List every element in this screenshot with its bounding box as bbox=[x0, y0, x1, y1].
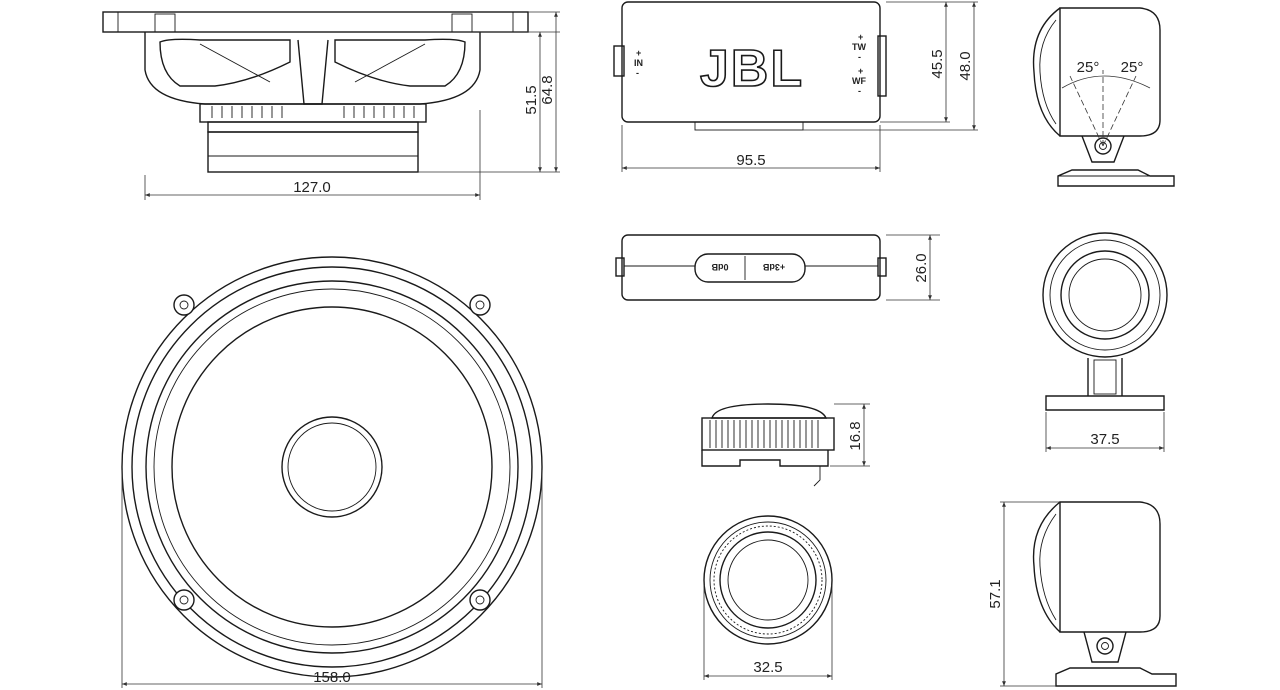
dim-crossover-height-inner: 45.5 bbox=[929, 49, 946, 78]
dim-woofer-diameter: 158.0 bbox=[313, 669, 351, 686]
mount-hole bbox=[173, 294, 195, 316]
mount-hole bbox=[173, 589, 195, 611]
angle-left-label: 25° bbox=[1077, 59, 1100, 76]
tweeter-mount-side-view: 57.1 bbox=[987, 501, 1177, 687]
tweeter-front-view: 32.5 bbox=[703, 515, 833, 680]
crossover-front-view: JBL + IN - + TW - + WF - 95.5 45.5 48.0 bbox=[613, 1, 978, 172]
switch-0db-label: 0dB bbox=[711, 262, 729, 272]
mount-hole bbox=[469, 294, 491, 316]
in-minus-label: - bbox=[636, 68, 639, 78]
tweeter-side-view: 16.8 bbox=[701, 403, 870, 487]
switch-3db-label: +3dB bbox=[762, 262, 785, 272]
woofer-side-view: 127.0 51.5 64.8 bbox=[102, 11, 560, 200]
tw-plus-label: + bbox=[858, 32, 863, 42]
dim-woofer-height-inner: 51.5 bbox=[523, 85, 540, 114]
mount-hole bbox=[469, 589, 491, 611]
angle-right-label: 25° bbox=[1121, 59, 1144, 76]
tw-minus-label: - bbox=[858, 52, 861, 62]
in-plus-label: + bbox=[636, 48, 641, 58]
in-label: IN bbox=[634, 58, 643, 68]
dim-crossover-length: 95.5 bbox=[736, 152, 765, 169]
wf-label: WF bbox=[852, 76, 866, 86]
dim-crossover-height-outer: 48.0 bbox=[957, 51, 974, 80]
tweeter-angle-view: 25° 25° bbox=[1032, 7, 1175, 187]
dim-tweeter-diameter: 32.5 bbox=[753, 659, 782, 676]
dim-mount-width: 37.5 bbox=[1090, 431, 1119, 448]
dim-tweeter-height: 16.8 bbox=[847, 421, 864, 450]
tw-label: TW bbox=[852, 42, 866, 52]
jbl-logo: JBL bbox=[700, 40, 804, 98]
wf-plus-label: + bbox=[858, 66, 863, 76]
dim-woofer-depth: 127.0 bbox=[293, 179, 331, 196]
dim-mount-height: 57.1 bbox=[987, 579, 1004, 608]
wf-minus-label: - bbox=[858, 86, 861, 96]
dim-woofer-height-outer: 64.8 bbox=[539, 75, 556, 104]
tweeter-mount-front-view: 37.5 bbox=[1042, 232, 1168, 452]
gain-switch[interactable]: 0dB +3dB bbox=[694, 253, 806, 283]
crossover-top-view: 0dB +3dB 26.0 bbox=[615, 234, 940, 301]
woofer-front-view: 158.0 bbox=[121, 256, 543, 688]
dim-crossover-depth: 26.0 bbox=[913, 253, 930, 282]
